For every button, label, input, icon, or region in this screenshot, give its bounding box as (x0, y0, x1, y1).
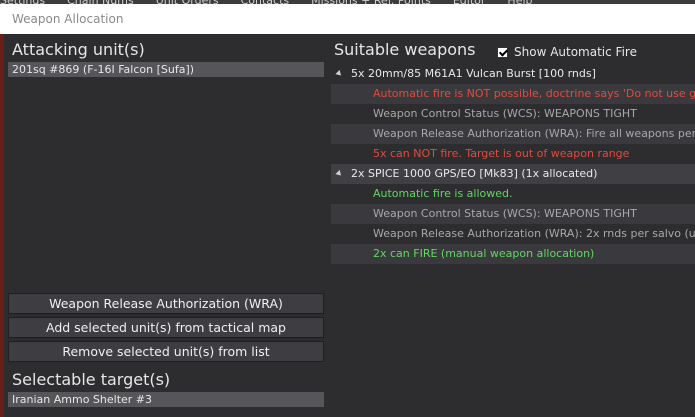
target-row[interactable]: Iranian Ammo Shelter #3 (8, 392, 324, 407)
background-menu-item: Contacts (241, 0, 290, 6)
weapon-group-label: 5x 20mm/85 M61A1 Vulcan Burst [100 rnds] (351, 67, 596, 80)
background-menu-item: Chain Nums (67, 0, 134, 6)
weapon-detail-row: Weapon Release Authorization (WRA): Fire… (331, 124, 695, 144)
weapon-detail-row: 5x can NOT fire. Target is out of weapon… (373, 147, 630, 160)
background-menu-item: Help (507, 0, 532, 6)
suitable-weapons-title: Suitable weapons (334, 40, 476, 59)
show-automatic-fire-toggle[interactable]: Show Automatic Fire (497, 44, 637, 60)
weapon-detail-row: Automatic fire is NOT possible, doctrine… (331, 84, 695, 104)
attacking-units-title: Attacking unit(s) (12, 40, 145, 59)
expand-triangle-icon[interactable] (335, 169, 344, 178)
remove-selected-units-button[interactable]: Remove selected unit(s) from list (8, 341, 324, 362)
weapon-group-label: 2x SPICE 1000 GPS/EO [Mk83] (1x allocate… (351, 167, 598, 180)
weapon-allocation-window: Weapon Allocation Attacking unit(s) 201s… (0, 4, 695, 417)
attacking-unit-row[interactable]: 201sq #869 (F-16I Falcon [Sufa]) (8, 62, 324, 77)
attacking-units-list[interactable]: 201sq #869 (F-16I Falcon [Sufa]) (8, 62, 324, 292)
weapon-detail-row: Weapon Release Authorization (WRA): 2x r… (373, 227, 695, 240)
selectable-targets-title: Selectable target(s) (12, 370, 171, 389)
background-menu-item: Editor (453, 0, 486, 6)
expand-triangle-icon[interactable] (335, 69, 344, 78)
background-menu-item: Unit Orders (156, 0, 219, 6)
show-automatic-fire-checkbox[interactable] (497, 46, 508, 58)
weapon-detail-row: Weapon Control Status (WCS): WEAPONS TIG… (373, 107, 637, 120)
weapon-detail-row: Weapon Control Status (WCS): WEAPONS TIG… (331, 204, 695, 224)
weapon-detail-row: 2x can FIRE (manual weapon allocation) (331, 244, 695, 264)
background-edge (0, 34, 4, 417)
weapon-detail-row: Automatic fire is allowed. (373, 187, 513, 200)
add-selected-units-button[interactable]: Add selected unit(s) from tactical map (8, 317, 324, 338)
window-title: Weapon Allocation (0, 4, 695, 34)
weapons-tree[interactable]: 5x 20mm/85 M61A1 Vulcan Burst [100 rnds]… (331, 64, 695, 274)
weapon-group-row[interactable]: 5x 20mm/85 M61A1 Vulcan Burst [100 rnds] (331, 64, 695, 84)
weapon-group-row[interactable]: 2x SPICE 1000 GPS/EO [Mk83] (1x allocate… (331, 164, 695, 184)
background-menu-item: Settings (0, 0, 45, 6)
background-menu-item: Missions + Ref. Points (311, 0, 431, 6)
wra-button[interactable]: Weapon Release Authorization (WRA) (8, 293, 324, 314)
show-automatic-fire-label: Show Automatic Fire (514, 45, 637, 59)
